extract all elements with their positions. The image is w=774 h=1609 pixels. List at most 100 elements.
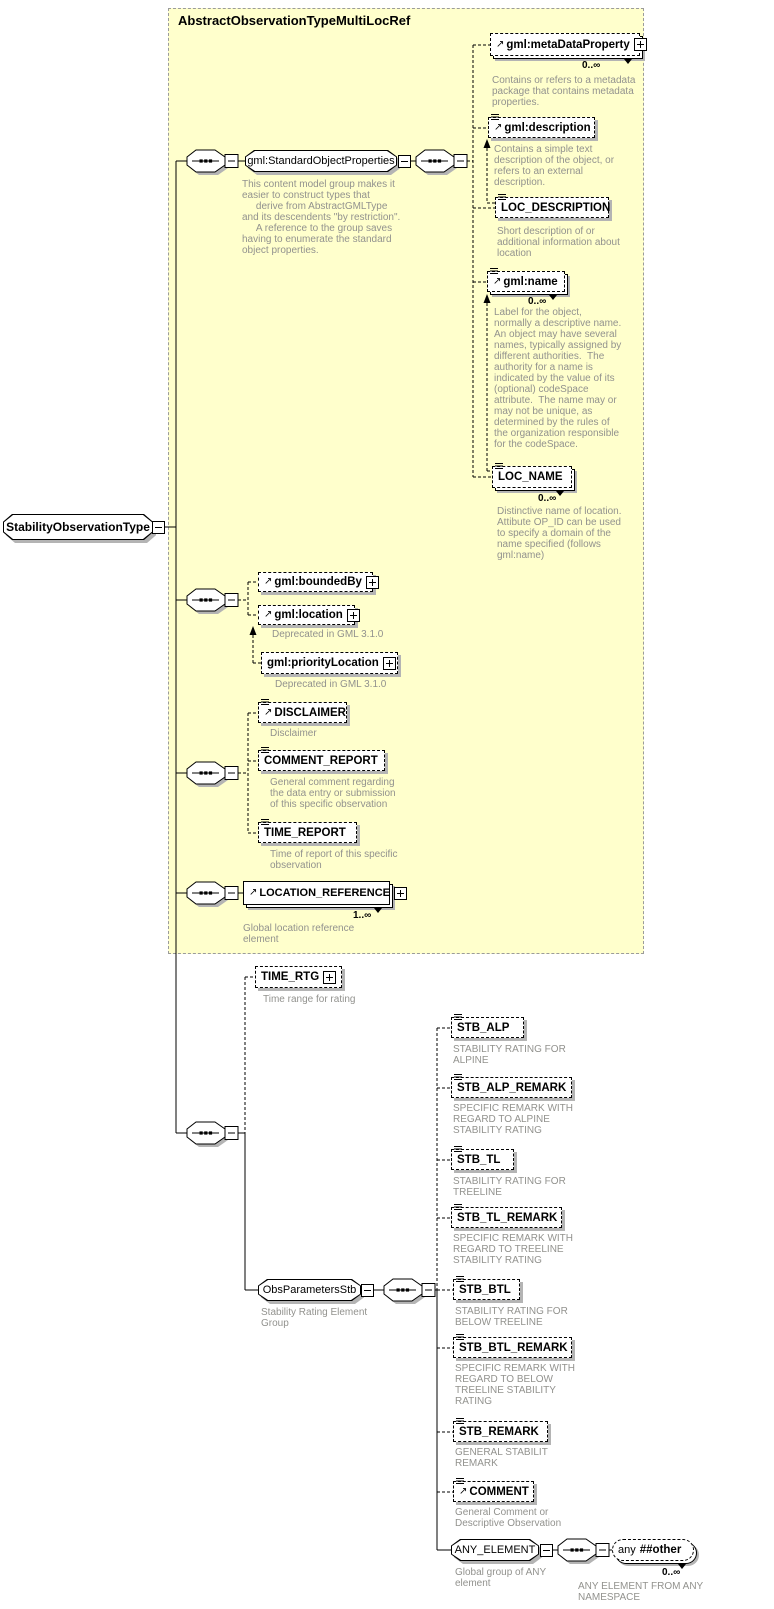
element-gml-location[interactable]: ↗ gml:location — [258, 605, 360, 625]
element-location-reference[interactable]: ↗ LOCATION_REFERENCE — [243, 881, 407, 913]
sequence-connector[interactable] — [557, 1538, 611, 1564]
substitution-arrow-icon: ↗ — [496, 38, 505, 50]
annotation-stb-remark: GENERAL STABILIT REMARK — [455, 1447, 548, 1469]
element-comment[interactable]: ↗ COMMENT — [453, 1478, 534, 1502]
element-stb-remark[interactable]: STB_REMARK — [453, 1418, 548, 1442]
expand-icon[interactable] — [382, 656, 396, 670]
element-stb-alp[interactable]: STB_ALP — [451, 1014, 524, 1038]
annotation-stb-alp-remark: SPECIFIC REMARK WITH REGARD TO ALPINE ST… — [453, 1103, 574, 1136]
expand-icon[interactable] — [633, 38, 647, 51]
collapse-icon[interactable] — [361, 1284, 374, 1297]
element-label: STB_BTL — [459, 1283, 511, 1296]
sequence-connector[interactable] — [415, 149, 469, 175]
expand-icon[interactable] — [346, 608, 360, 622]
wildcard-keyword: any — [618, 1544, 636, 1556]
group-gml-standard-object-properties[interactable]: gml:StandardObjectProperties — [245, 150, 397, 172]
sequence-connector[interactable] — [186, 149, 240, 175]
element-label: COMMENT_REPORT — [264, 754, 378, 767]
substitution-group-icon — [491, 114, 499, 120]
annotation-location-reference: Global location reference element — [243, 923, 355, 945]
container-title: AbstractObservationTypeMultiLocRef — [178, 13, 411, 28]
element-label: STB_ALP — [457, 1021, 510, 1034]
annotation-stb-tl: STABILITY RATING FOR TREELINE — [453, 1176, 566, 1198]
cardinality: 0..∞ — [528, 296, 547, 307]
substitution-group-icon — [454, 1074, 462, 1080]
element-time-rtg[interactable]: TIME_RTG — [255, 966, 342, 988]
element-gml-prioritylocation[interactable]: gml:priorityLocation — [261, 652, 398, 674]
annotation-stb-btl-remark: SPECIFIC REMARK WITH REGARD TO BELOW TRE… — [455, 1363, 576, 1407]
cardinality: 0..∞ — [662, 1567, 681, 1578]
element-stb-alp-remark[interactable]: STB_ALP_REMARK — [451, 1074, 572, 1098]
substitution-group-icon — [490, 268, 498, 274]
annotation-obs-parameters: Stability Rating Element Group — [261, 1307, 368, 1329]
element-stb-btl-remark[interactable]: STB_BTL_REMARK — [453, 1334, 572, 1358]
element-time-report[interactable]: TIME_REPORT — [258, 819, 357, 843]
element-label: COMMENT — [469, 1485, 529, 1498]
element-stb-tl-remark[interactable]: STB_TL_REMARK — [451, 1204, 562, 1228]
sequence-connector[interactable] — [186, 881, 240, 907]
shape-fill — [4, 515, 152, 539]
element-label: gml:boundedBy — [274, 576, 362, 588]
annotation-any-element: Global group of ANY element — [455, 1567, 547, 1589]
element-label: DISCLAIMER — [274, 706, 346, 719]
element-disclaimer[interactable]: ↗ DISCLAIMER — [258, 699, 347, 723]
element-label: STB_ALP_REMARK — [457, 1081, 567, 1094]
sequence-connector[interactable] — [186, 1121, 240, 1147]
substitution-arrow-icon: ↗ — [264, 576, 273, 587]
group-obs-parameters-stb[interactable]: ObsParametersStb — [258, 1279, 361, 1301]
annotation-loc-name: Distinctive name of location. Attibute O… — [497, 506, 622, 561]
element-gml-description[interactable]: ↗ gml:description — [488, 114, 595, 138]
substitution-arrow-icon: ↗ — [264, 609, 273, 620]
element-stb-tl[interactable]: STB_TL — [451, 1146, 514, 1170]
sequence-connector[interactable] — [186, 761, 240, 787]
shape-fill — [259, 1280, 360, 1300]
cardinality: 1..∞ — [353, 910, 372, 921]
collapse-icon[interactable] — [398, 155, 411, 168]
expand-icon[interactable] — [365, 575, 379, 589]
annotation-stb-alp: STABILITY RATING FOR ALPINE — [453, 1044, 566, 1066]
element-label: STB_TL — [457, 1153, 501, 1166]
collapse-icon[interactable] — [152, 521, 165, 534]
element-label: gml:metaDataProperty — [506, 38, 630, 51]
element-gml-metadataproperty[interactable]: ↗ gml:metaDataProperty — [490, 33, 647, 64]
annotation-any-other: ANY ELEMENT FROM ANY NAMESPACE — [578, 1581, 704, 1603]
root-type-label: StabilityObservationType — [6, 520, 150, 534]
expand-icon[interactable] — [323, 970, 337, 984]
sequence-connector[interactable] — [383, 1278, 437, 1304]
element-gml-name[interactable]: ↗ gml:name — [487, 268, 565, 300]
sequence-connector[interactable] — [186, 588, 240, 614]
element-label: gml:priorityLocation — [267, 657, 379, 669]
element-label: TIME_RTG — [261, 971, 320, 983]
group-any-element[interactable]: ANY_ELEMENT — [451, 1539, 539, 1561]
substitution-group-icon — [456, 1334, 464, 1340]
root-type-stability-observation-type[interactable]: StabilityObservationType — [3, 514, 153, 540]
annotation-stb-tl-remark: SPECIFIC REMARK WITH REGARD TO TREELINE … — [453, 1233, 574, 1266]
element-label: STB_TL_REMARK — [457, 1211, 558, 1224]
annotation-time-rtg: Time range for rating — [263, 994, 356, 1005]
annotation-disclaimer: Disclaimer — [270, 728, 317, 739]
annotation-prioritylocation: Deprecated in GML 3.1.0 — [275, 679, 387, 690]
substitution-group-icon — [261, 819, 269, 825]
element-comment-report[interactable]: COMMENT_REPORT — [258, 747, 385, 771]
element-label: ##other — [639, 1544, 682, 1556]
group-label: ObsParametersStb — [262, 1284, 357, 1296]
element-any-other[interactable]: any ##other — [612, 1539, 694, 1569]
element-loc-description[interactable]: LOC_DESCRIPTION — [495, 194, 611, 218]
element-label: LOC_NAME — [498, 471, 563, 483]
element-label: LOC_DESCRIPTION — [501, 201, 611, 214]
element-stb-btl[interactable]: STB_BTL — [453, 1276, 520, 1300]
element-label: gml:name — [503, 275, 558, 288]
element-loc-name[interactable]: LOC_NAME — [492, 463, 572, 496]
element-label: STB_REMARK — [459, 1425, 539, 1438]
annotation-loc-description: Short description of or additional infor… — [497, 226, 620, 259]
annotation-metadataproperty: Contains or refers to a metadata package… — [492, 75, 636, 108]
collapse-icon[interactable] — [540, 1544, 553, 1557]
annotation-location: Deprecated in GML 3.1.0 — [272, 629, 384, 640]
annotation-stb-btl: STABILITY RATING FOR BELOW TREELINE — [455, 1306, 568, 1328]
expand-icon[interactable] — [393, 886, 407, 900]
element-gml-boundedby[interactable]: ↗ gml:boundedBy — [258, 572, 379, 592]
annotation-name: Label for the object, normally a descrip… — [494, 307, 622, 450]
annotation-description: Contains a simple text description of th… — [494, 144, 615, 188]
